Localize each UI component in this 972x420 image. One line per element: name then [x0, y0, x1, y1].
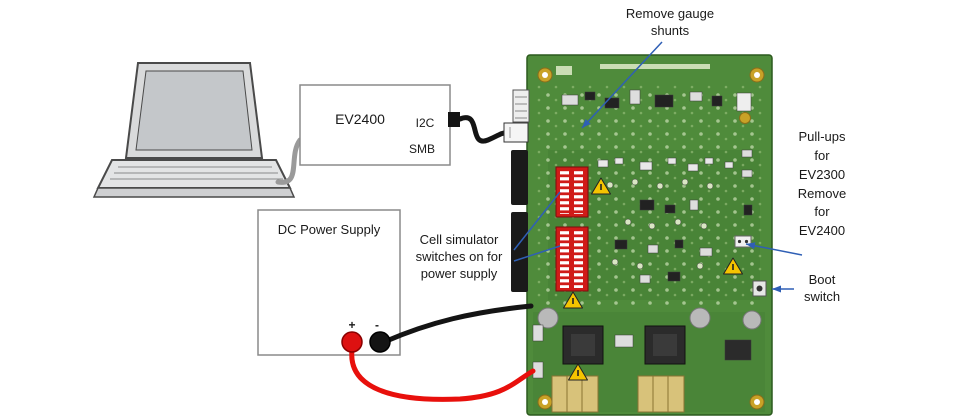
pcb-board — [511, 54, 773, 416]
annotation-pullups: Pull-ups for EV2300 Remove for EV2400 — [797, 129, 847, 239]
black-power-wire — [381, 303, 534, 345]
laptop-screen — [135, 70, 253, 151]
board-components — [532, 89, 753, 379]
laptop — [92, 62, 296, 198]
power-stage-components — [551, 325, 686, 413]
mounting-holes — [537, 67, 765, 410]
ev2400-label: EV2400 — [335, 111, 385, 127]
i2c-label: I2C — [415, 116, 435, 130]
annotation-cell-simulator: Cell simulator switches on for power sup… — [415, 232, 503, 281]
ev2400-box — [299, 84, 460, 166]
ti-logo — [556, 66, 572, 75]
red-power-wire — [349, 347, 536, 402]
annotation-lines — [513, 41, 803, 293]
annotation-line-remove-shunts — [581, 41, 663, 129]
annotation-line-pullups — [745, 242, 803, 256]
annotation-line-cell-sim-1 — [513, 191, 561, 251]
dip-switch-bank-2 — [555, 226, 589, 292]
i2c-cable — [457, 115, 529, 144]
laptop-keyboard — [96, 159, 292, 189]
minus-label: - — [375, 318, 379, 332]
annotation-boot-switch: Boot switch — [803, 272, 841, 304]
standoffs — [537, 307, 762, 330]
positive-terminal — [341, 331, 363, 353]
dc-power-supply — [257, 209, 401, 356]
laptop-usb-cable — [275, 137, 303, 185]
annotation-line-cell-sim-2 — [513, 245, 561, 262]
i2c-plug — [503, 122, 529, 143]
pullup-resistors — [734, 235, 752, 248]
board-connectors — [511, 89, 530, 292]
negative-terminal — [369, 331, 391, 353]
annotation-remove-gauge-shunts: Remove gauge shunts — [625, 6, 715, 38]
dc-power-supply-label: DC Power Supply — [277, 222, 381, 237]
plus-label: + — [348, 318, 356, 332]
dip-switch-bank-1 — [555, 166, 589, 218]
warning-icon — [563, 177, 743, 381]
ev2400-port — [448, 112, 460, 127]
smb-label: SMB — [408, 142, 435, 156]
boot-switch-component — [752, 280, 767, 297]
